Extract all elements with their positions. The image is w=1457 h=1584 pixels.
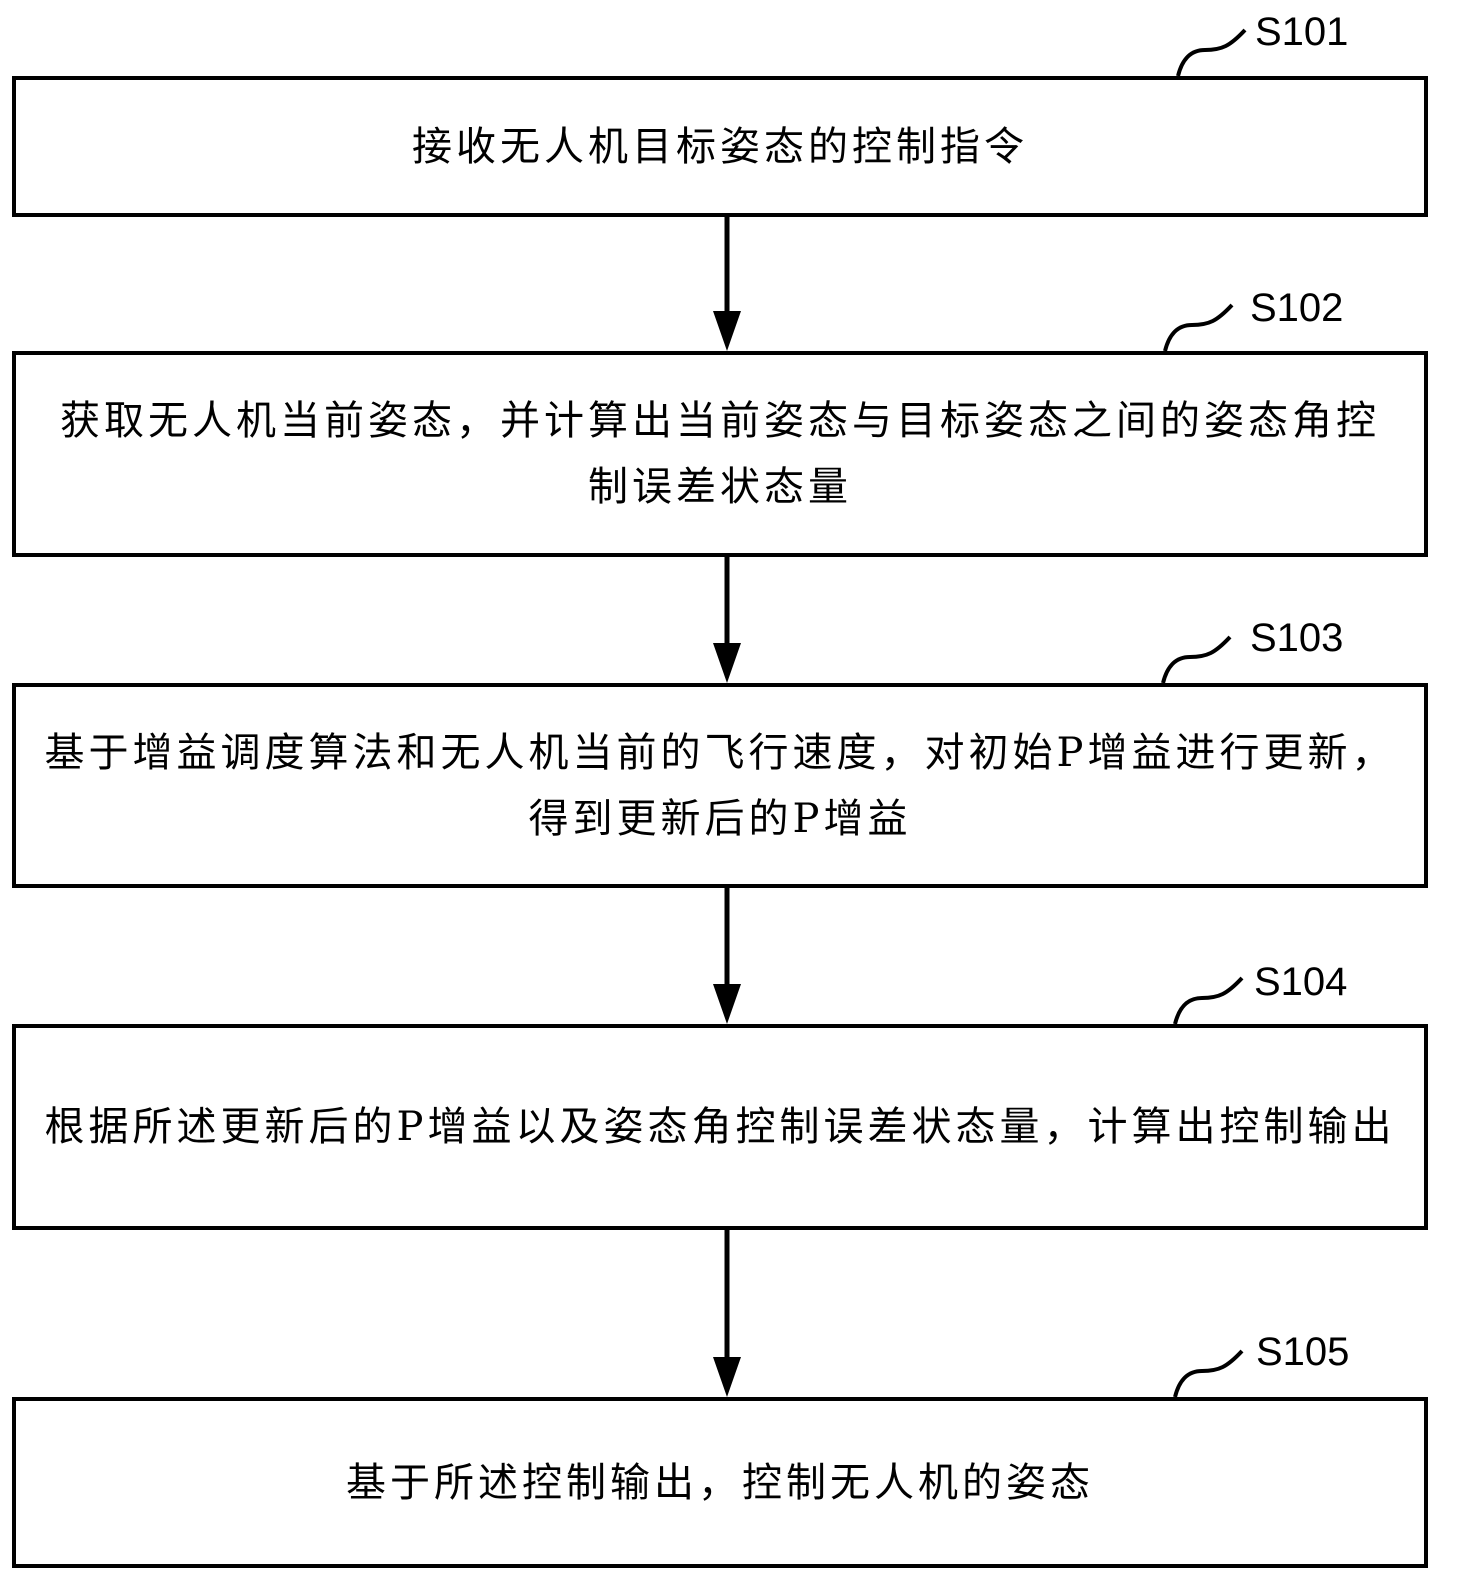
- leader-line-s104: [1173, 976, 1244, 1025]
- leader-line-s103: [1161, 635, 1232, 684]
- step-label-s103: S103: [1250, 616, 1344, 660]
- step-label-s102: S102: [1250, 286, 1344, 330]
- step-box-s102: 获取无人机当前姿态，并计算出当前姿态与目标姿态之间的姿态角控制误差状态量: [12, 351, 1428, 557]
- step-text-s103: 基于增益调度算法和无人机当前的飞行速度，对初始P增益进行更新，得到更新后的P增益: [44, 729, 1396, 842]
- leader-line-s102: [1163, 303, 1234, 352]
- arrow-head-s103-s104: [713, 984, 741, 1024]
- step-text-s105: 基于所述控制输出，控制无人机的姿态: [346, 1459, 1094, 1506]
- step-box-s101: 接收无人机目标姿态的控制指令: [12, 76, 1428, 217]
- step-label-s105: S105: [1256, 1330, 1350, 1374]
- step-label-s101: S101: [1255, 10, 1349, 54]
- arrow-head-s102-s103: [713, 643, 741, 683]
- arrow-head-s104-s105: [713, 1357, 741, 1397]
- step-box-s105: 基于所述控制输出，控制无人机的姿态: [12, 1397, 1428, 1568]
- leader-line-s105: [1173, 1349, 1244, 1398]
- step-text-s102: 获取无人机当前姿态，并计算出当前姿态与目标姿态之间的姿态角控制误差状态量: [60, 398, 1380, 510]
- arrow-head-s101-s102: [713, 311, 741, 351]
- leader-line-s101: [1176, 28, 1247, 77]
- step-box-s104: 根据所述更新后的P增益以及姿态角控制误差状态量，计算出控制输出: [12, 1024, 1428, 1230]
- step-text-s101: 接收无人机目标姿态的控制指令: [412, 123, 1028, 170]
- step-box-s103: 基于增益调度算法和无人机当前的飞行速度，对初始P增益进行更新，得到更新后的P增益: [12, 683, 1428, 888]
- step-text-s104: 根据所述更新后的P增益以及姿态角控制误差状态量，计算出控制输出: [44, 1104, 1396, 1150]
- step-label-s104: S104: [1254, 960, 1348, 1004]
